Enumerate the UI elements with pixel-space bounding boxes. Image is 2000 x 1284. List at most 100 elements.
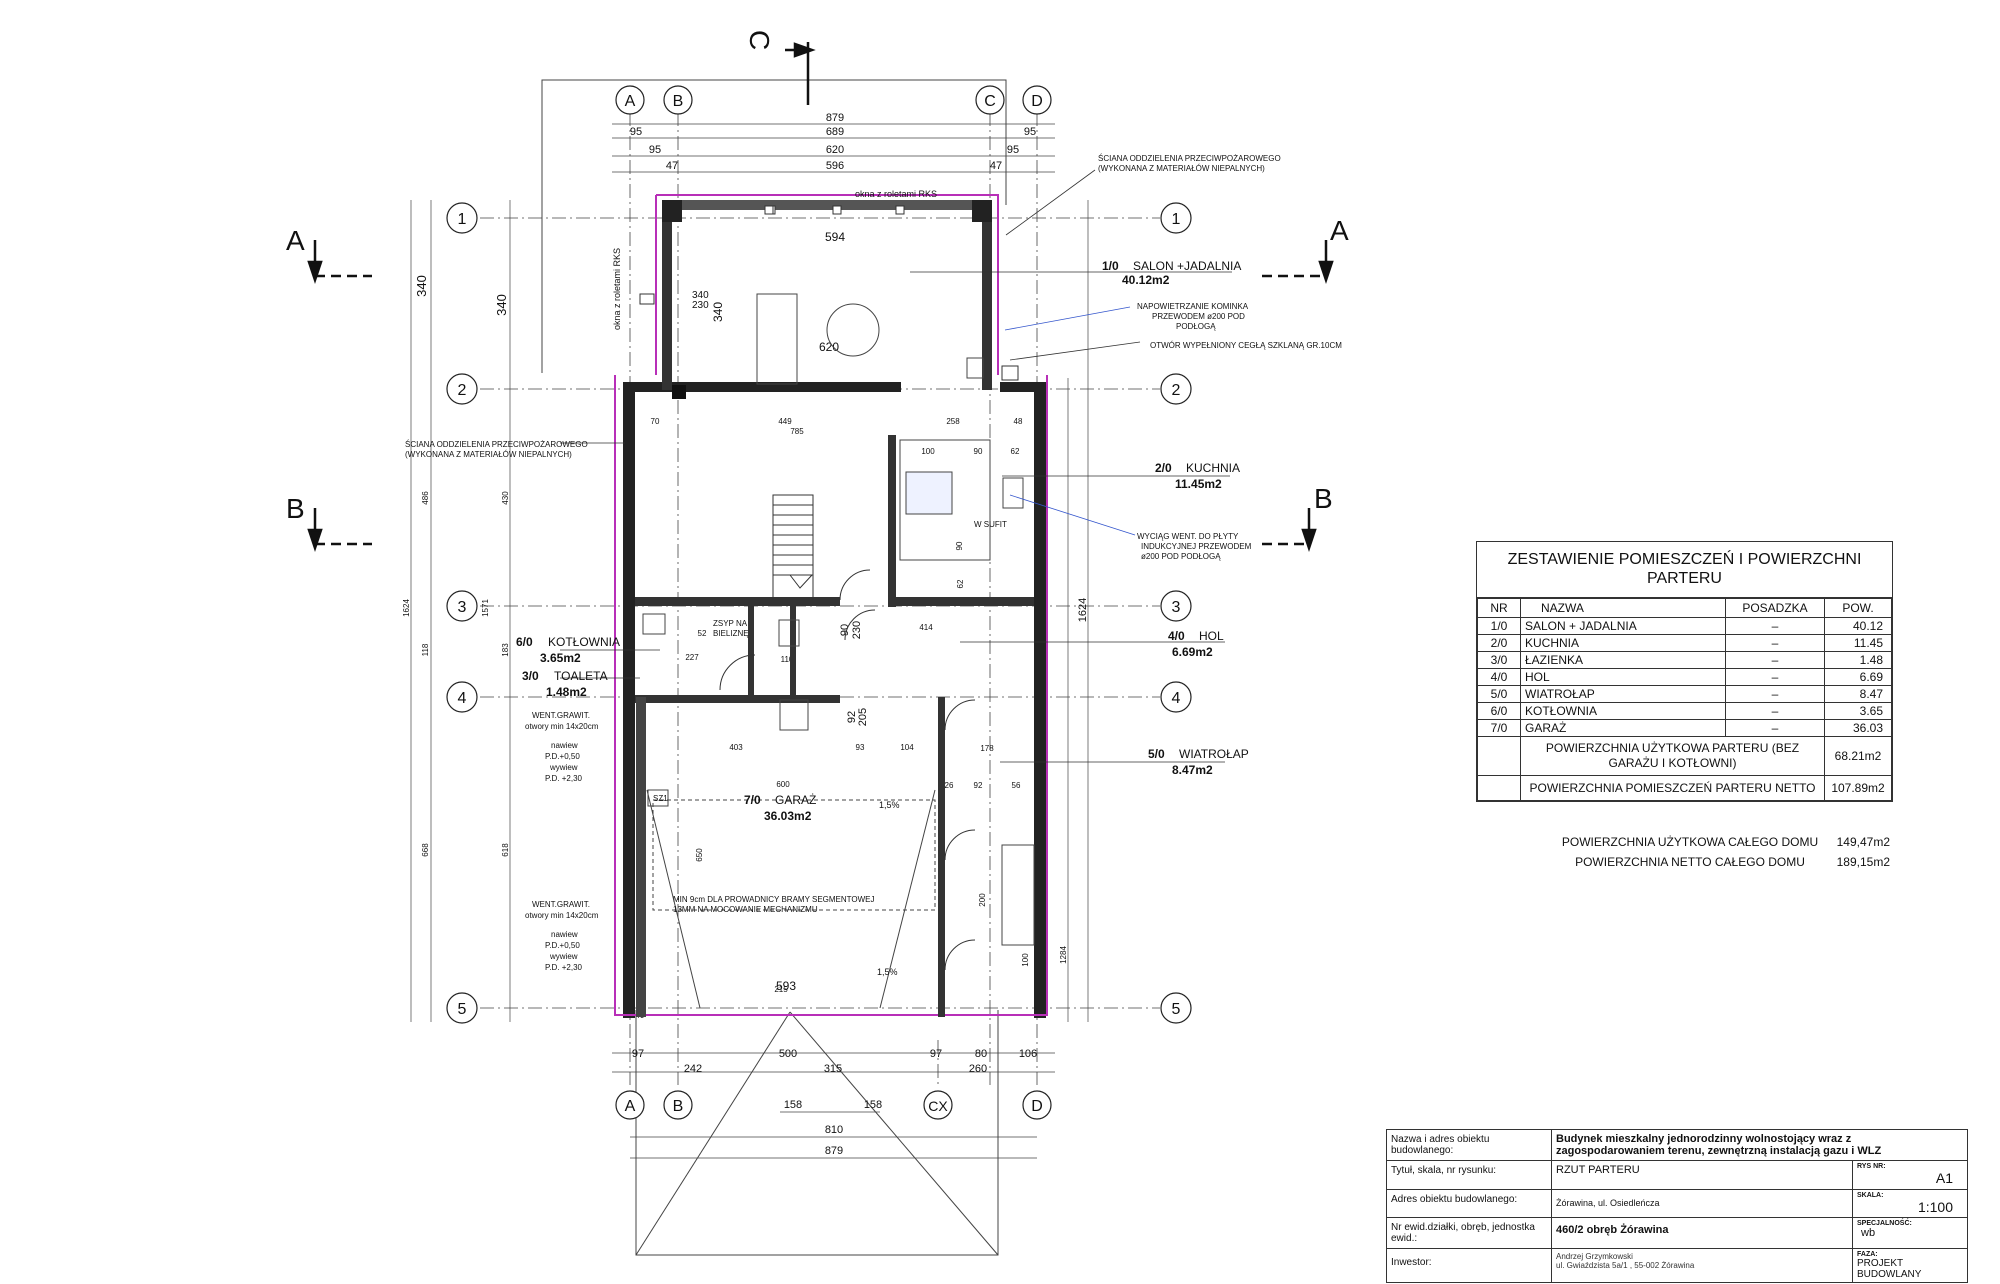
axis-bubbles-bottom	[615, 1090, 1052, 1120]
svg-text:ŚCIANA ODDZIELENIA PRZECIWPOŻA: ŚCIANA ODDZIELENIA PRZECIWPOŻAROWEGO	[405, 440, 588, 449]
svg-text:430: 430	[501, 491, 510, 505]
axis-label-2-left: 2	[458, 382, 467, 399]
tb-address-label: Adres obiektu budowlanego:	[1387, 1190, 1552, 1217]
room-table-header: NR NAZWA POSADZKA POW.	[1477, 598, 1892, 618]
tb-row-address: Adres obiektu budowlanego: Żórawina, ul.…	[1387, 1190, 1967, 1218]
svg-text:596: 596	[826, 160, 844, 172]
svg-text:NAPOWIETRZANIE KOMINKA: NAPOWIETRZANIE KOMINKA	[1137, 302, 1249, 311]
svg-text:WENT.GRAWIT.: WENT.GRAWIT.	[532, 900, 590, 909]
room-6-num: 6/0	[516, 635, 533, 649]
svg-text:230: 230	[692, 300, 709, 311]
svg-text:52: 52	[698, 629, 707, 638]
svg-text:97: 97	[930, 1048, 942, 1060]
svg-text:MIN 9cm DLA PROWADNICY BRAMY S: MIN 9cm DLA PROWADNICY BRAMY SEGMENTOWEJ	[673, 895, 875, 904]
svg-text:227: 227	[685, 653, 699, 662]
exterior-walls	[623, 200, 1046, 1018]
axis-label-4-right: 4	[1172, 690, 1181, 707]
svg-text:P.D.+0,50: P.D.+0,50	[545, 752, 580, 761]
svg-text:okna z roletami RKS: okna z roletami RKS	[612, 248, 622, 330]
svg-text:ŚCIANA ODDZIELENIA PRZECIWPOŻA: ŚCIANA ODDZIELENIA PRZECIWPOŻAROWEGO	[1098, 154, 1281, 163]
svg-text:90: 90	[974, 447, 983, 456]
terrace-outline	[541, 79, 1007, 1256]
axis-label-1-left: 1	[458, 211, 467, 228]
svg-text:P.D. +2,30: P.D. +2,30	[545, 963, 583, 972]
svg-text:WYCIĄG WENT. DO PŁYTY: WYCIĄG WENT. DO PŁYTY	[1137, 532, 1239, 541]
svg-text:47: 47	[990, 160, 1002, 172]
section-marks	[307, 42, 1334, 552]
svg-text:95: 95	[1024, 126, 1036, 138]
windows	[639, 205, 1019, 381]
tb-title-label: Tytuł, skala, nr rysunku:	[1387, 1161, 1552, 1189]
svg-text:1284: 1284	[1059, 946, 1068, 964]
section-A-right: A	[1330, 215, 1349, 246]
svg-text:56: 56	[1012, 781, 1021, 790]
svg-text:OTWÓR WYPEŁNIONY CEGŁĄ SZKLANĄ: OTWÓR WYPEŁNIONY CEGŁĄ SZKLANĄ GR.10CM	[1150, 341, 1342, 350]
tb-sheet: RYS NR: A1	[1852, 1161, 1967, 1189]
tb-row-investor: Inwestor: Andrzej Grzymkowski ul. Gwiaźd…	[1387, 1249, 1967, 1282]
svg-text:178: 178	[980, 744, 994, 753]
svg-text:158: 158	[784, 1099, 802, 1111]
room-5-area: 8.47m2	[1172, 763, 1213, 777]
room-3-area: 1.48m2	[546, 685, 587, 699]
svg-text:620: 620	[819, 340, 839, 354]
total-usable-row: POWIERZCHNIA UŻYTKOWA CAŁEGO DOMU 149,47…	[1560, 832, 1890, 852]
svg-text:otwory min 14x20cm: otwory min 14x20cm	[525, 911, 599, 920]
svg-text:106: 106	[1019, 1048, 1037, 1060]
svg-text:70: 70	[651, 417, 660, 426]
axis-label-C-top: C	[984, 93, 996, 110]
room-6-name: KOTŁOWNIA	[548, 635, 620, 649]
axis-label-B-top: B	[673, 93, 684, 110]
room-2-area: 11.45m2	[1175, 477, 1222, 491]
dimension-lines	[410, 123, 1089, 1159]
svg-text:260: 260	[969, 1063, 987, 1075]
svg-text:P.D.+0,50: P.D.+0,50	[545, 941, 580, 950]
svg-text:97: 97	[632, 1048, 644, 1060]
annotation-notes: ŚCIANA ODDZIELENIA PRZECIWPOŻAROWEGO (WY…	[405, 154, 1342, 977]
svg-text:340: 340	[414, 275, 429, 297]
section-B-right: B	[1314, 483, 1333, 514]
total-usable-value: 149,47m2	[1836, 835, 1890, 849]
section-C-top: C	[744, 30, 775, 50]
section-B-left: B	[286, 493, 305, 524]
svg-text:205: 205	[857, 708, 869, 726]
svg-text:486: 486	[421, 491, 430, 505]
room-1-name: SALON +JADALNIA	[1133, 259, 1241, 273]
annotation-notes-blue: NAPOWIETRZANIE KOMINKA PRZEWODEM ø200 PO…	[974, 302, 1252, 561]
axis-label-5-right: 5	[1172, 1001, 1181, 1018]
svg-text:183: 183	[501, 643, 510, 657]
col-header-nr: NR	[1477, 598, 1521, 618]
svg-text:INDUKCYJNEJ PRZEWODEM: INDUKCYJNEJ PRZEWODEM	[1141, 542, 1252, 551]
svg-text:ZSYP NA: ZSYP NA	[713, 619, 748, 628]
svg-text:nawiew: nawiew	[551, 741, 578, 750]
svg-text:242: 242	[684, 1063, 702, 1075]
room-6-area: 3.65m2	[540, 651, 581, 665]
axis-label-D-bottom: D	[1031, 1098, 1043, 1115]
svg-text:WENT.GRAWIT.: WENT.GRAWIT.	[532, 711, 590, 720]
room-schedule-table: ZESTAWIENIE POMIESZCZEŃ I POWIERZCHNI PA…	[1476, 541, 1893, 802]
svg-text:otwory min 14x20cm: otwory min 14x20cm	[525, 722, 599, 731]
room-4-num: 4/0	[1168, 629, 1185, 643]
tb-title-value: RZUT PARTERU	[1556, 1164, 1640, 1176]
svg-text:wywiew: wywiew	[549, 952, 578, 961]
room-2-num: 2/0	[1155, 461, 1172, 475]
svg-text:80: 80	[975, 1048, 987, 1060]
svg-text:SZ1: SZ1	[653, 794, 668, 803]
svg-text:620: 620	[826, 144, 844, 156]
svg-text:92: 92	[846, 711, 858, 723]
axis-label-B-bottom: B	[673, 1098, 684, 1115]
total-net-value: 189,15m2	[1836, 855, 1890, 869]
svg-text:1,5%: 1,5%	[877, 967, 898, 977]
svg-text:(WYKONANA Z MATERIAŁÓW NIEPALN: (WYKONANA Z MATERIAŁÓW NIEPALNYCH)	[405, 450, 572, 459]
tb-investor-value: Andrzej Grzymkowski ul. Gwiaździsta 5a/1…	[1556, 1252, 1695, 1270]
svg-text:1624: 1624	[402, 599, 411, 617]
svg-text:200: 200	[978, 893, 987, 907]
svg-text:PRZEWODEM ø200 POD: PRZEWODEM ø200 POD	[1152, 312, 1245, 321]
svg-text:90: 90	[955, 541, 964, 550]
total-usable-label: POWIERZCHNIA UŻYTKOWA CAŁEGO DOMU	[1561, 835, 1819, 849]
svg-text:618: 618	[501, 843, 510, 857]
room-7-area: 36.03m2	[764, 809, 812, 823]
